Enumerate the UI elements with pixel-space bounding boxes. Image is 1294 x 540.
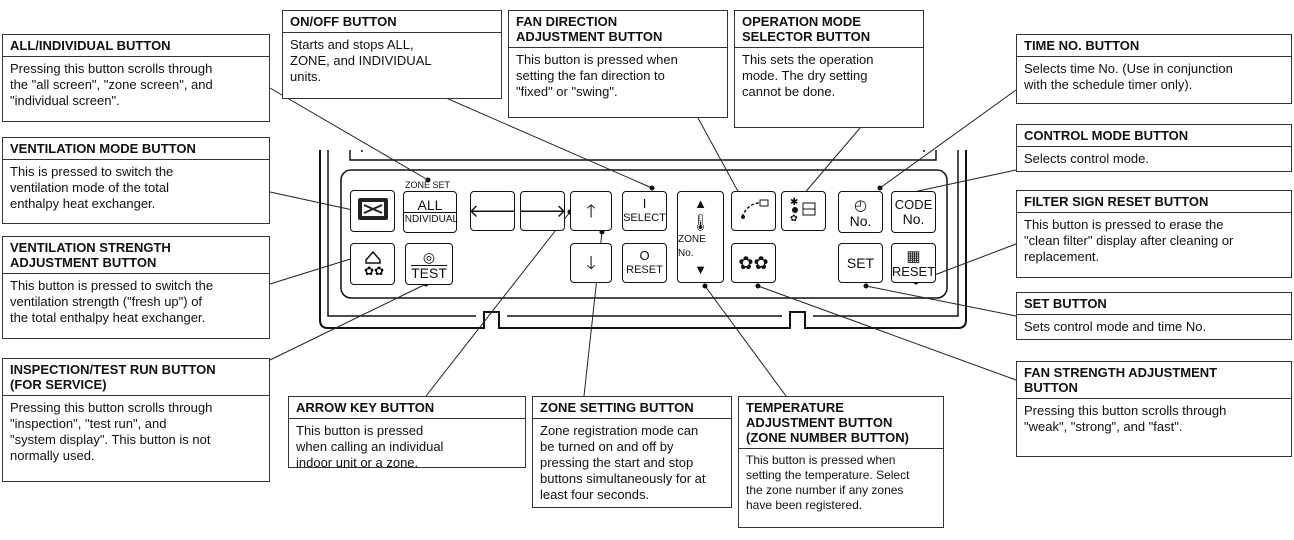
down-arrow-button[interactable]: 🡓 — [570, 243, 612, 283]
callout-text: Pressing this button scrolls through "in… — [10, 400, 213, 463]
operation-mode-callout: OPERATION MODE SELECTOR BUTTON This sets… — [734, 10, 924, 128]
set-callout: SET BUTTON Sets control mode and time No… — [1016, 292, 1292, 340]
control-mode-callout: CONTROL MODE BUTTON Selects control mode… — [1016, 124, 1292, 172]
reset-mark: O — [639, 248, 650, 263]
ventilation-strength-icon: ✿✿ — [356, 246, 390, 283]
inspection-callout: INSPECTION/TEST RUN BUTTON (FOR SERVICE)… — [2, 358, 270, 482]
filter-reset-label: RESET — [891, 264, 936, 279]
callout-title: VENTILATION MODE BUTTON — [3, 138, 269, 160]
thermometer-icon: 🌡 — [690, 215, 711, 232]
callout-text: Selects time No. (Use in conjunction wit… — [1024, 61, 1233, 92]
fan-direction-button[interactable] — [731, 191, 776, 231]
fan-direction-callout: FAN DIRECTION ADJUSTMENT BUTTON This but… — [508, 10, 728, 118]
eye-icon: ◎ — [422, 248, 436, 265]
time-no-callout: TIME NO. BUTTON Selects time No. (Use in… — [1016, 34, 1292, 104]
fan-direction-icon — [738, 197, 770, 226]
remote-housing — [319, 150, 967, 329]
left-arrow-button[interactable]: 🡐 — [468, 191, 517, 231]
zone-no-label: ZONE No. — [678, 234, 706, 259]
callout-text: Pressing this button scrolls through the… — [10, 61, 213, 108]
operation-mode-icon: ✱✿ — [788, 195, 820, 228]
callout-text: This button is pressed when calling an i… — [296, 423, 444, 470]
callout-title: FILTER SIGN RESET BUTTON — [1017, 191, 1291, 213]
callout-text: Zone registration mode can be turned on … — [540, 423, 706, 502]
callout-title: ALL/INDIVIDUAL BUTTON — [3, 35, 269, 57]
callout-text: This button is pressed when setting the … — [516, 52, 678, 99]
all-individual-button[interactable]: ALL INDIVIDUAL — [401, 191, 459, 233]
all-label: ALL — [404, 198, 456, 213]
callout-text: This sets the operation mode. The dry se… — [742, 52, 874, 99]
callout-title: FAN DIRECTION ADJUSTMENT BUTTON — [509, 11, 727, 48]
callout-text: Selects control mode. — [1024, 151, 1150, 166]
callout-title: SET BUTTON — [1017, 293, 1291, 315]
code-no-button[interactable]: CODE No. — [891, 191, 936, 233]
callout-title: ARROW KEY BUTTON — [289, 397, 525, 419]
code-label: CODE — [894, 197, 933, 212]
callout-title: TEMPERATURE ADJUSTMENT BUTTON (ZONE NUMB… — [739, 397, 943, 449]
ventilation-mode-button[interactable] — [350, 190, 395, 232]
individual-label: INDIVIDUAL — [401, 213, 459, 225]
filter-reset-button[interactable]: ▦ RESET — [891, 243, 936, 283]
right-arrow-icon: 🡒 — [518, 201, 567, 221]
set-button[interactable]: SET — [838, 243, 883, 283]
callout-text: This button is pressed to erase the "cle… — [1024, 217, 1234, 264]
test-label: TEST — [411, 264, 447, 281]
time-no-label: No. — [849, 213, 872, 229]
ventilation-mode-icon — [356, 195, 390, 228]
reset-off-button[interactable]: O RESET — [622, 243, 667, 283]
time-no-button[interactable]: ◴ No. — [838, 191, 883, 233]
callout-text: This button is pressed to switch the ven… — [10, 278, 214, 325]
set-label: SET — [846, 255, 875, 271]
down-triangle-icon: ▼ — [694, 262, 707, 277]
select-on-button[interactable]: I SELECT — [622, 191, 667, 231]
svg-text:✿✿: ✿✿ — [364, 264, 384, 278]
filter-sign-callout: FILTER SIGN RESET BUTTON This button is … — [1016, 190, 1292, 278]
up-triangle-icon: ▲ — [694, 196, 707, 211]
callout-title: TIME NO. BUTTON — [1017, 35, 1291, 57]
callout-title: INSPECTION/TEST RUN BUTTON (FOR SERVICE) — [3, 359, 269, 396]
operation-mode-button[interactable]: ✱✿ — [781, 191, 826, 231]
callout-title: OPERATION MODE SELECTOR BUTTON — [735, 11, 923, 48]
callout-title: FAN STRENGTH ADJUSTMENT BUTTON — [1017, 362, 1291, 399]
reset-label: RESET — [626, 264, 663, 276]
svg-text:✱: ✱ — [790, 197, 798, 208]
leader-lines — [269, 83, 1017, 397]
zone-setting-callout: ZONE SETTING BUTTON Zone registration mo… — [532, 396, 732, 508]
ventilation-strength-button[interactable]: ✿✿ — [350, 243, 395, 285]
callout-text: This button is pressed when setting the … — [746, 453, 910, 512]
test-button[interactable]: ◎ TEST — [405, 243, 453, 285]
svg-text:✿: ✿ — [790, 214, 798, 223]
filter-grid-icon: ▦ — [906, 248, 921, 265]
callout-text: Sets control mode and time No. — [1024, 319, 1207, 334]
fan-icon: ✿✿ — [738, 252, 769, 273]
ventilation-strength-callout: VENTILATION STRENGTH ADJUSTMENT BUTTON T… — [2, 236, 270, 339]
clock-icon: ◴ — [853, 197, 868, 214]
code-no-label: No. — [902, 211, 925, 227]
callout-text: This is pressed to switch the ventilatio… — [10, 164, 174, 211]
callout-title: ZONE SETTING BUTTON — [533, 397, 731, 419]
zone-set-label: ZONE SET — [405, 180, 451, 190]
arrow-key-callout: ARROW KEY BUTTON This button is pressed … — [288, 396, 526, 470]
up-arrow-icon: 🡑 — [586, 201, 596, 221]
fan-strength-button[interactable]: ✿✿ — [731, 243, 776, 283]
right-arrow-button[interactable]: 🡒 — [518, 191, 567, 231]
all-individual-callout: ALL/INDIVIDUAL BUTTON Pressing this butt… — [2, 34, 270, 122]
select-label: SELECT — [623, 212, 666, 224]
temperature-callout: TEMPERATURE ADJUSTMENT BUTTON (ZONE NUMB… — [738, 396, 944, 528]
fan-strength-callout: FAN STRENGTH ADJUSTMENT BUTTON Pressing … — [1016, 361, 1292, 457]
down-arrow-icon: 🡓 — [586, 253, 596, 273]
left-arrow-icon: 🡐 — [468, 201, 517, 221]
callout-title: VENTILATION STRENGTH ADJUSTMENT BUTTON — [3, 237, 269, 274]
select-mark: I — [642, 196, 647, 211]
callout-title: CONTROL MODE BUTTON — [1017, 125, 1291, 147]
up-arrow-button[interactable]: 🡑 — [570, 191, 612, 231]
on-off-callout: ON/OFF BUTTON Starts and stops ALL, ZONE… — [282, 10, 502, 99]
temperature-zone-button[interactable]: ▲ 🌡 ZONE No. ▼ — [677, 191, 724, 283]
ventilation-mode-callout: VENTILATION MODE BUTTON This is pressed … — [2, 137, 270, 224]
callout-text: Starts and stops ALL, ZONE, and INDIVIDU… — [290, 37, 432, 84]
callout-title: ON/OFF BUTTON — [283, 11, 501, 33]
callout-text: Pressing this button scrolls through "we… — [1024, 403, 1227, 434]
